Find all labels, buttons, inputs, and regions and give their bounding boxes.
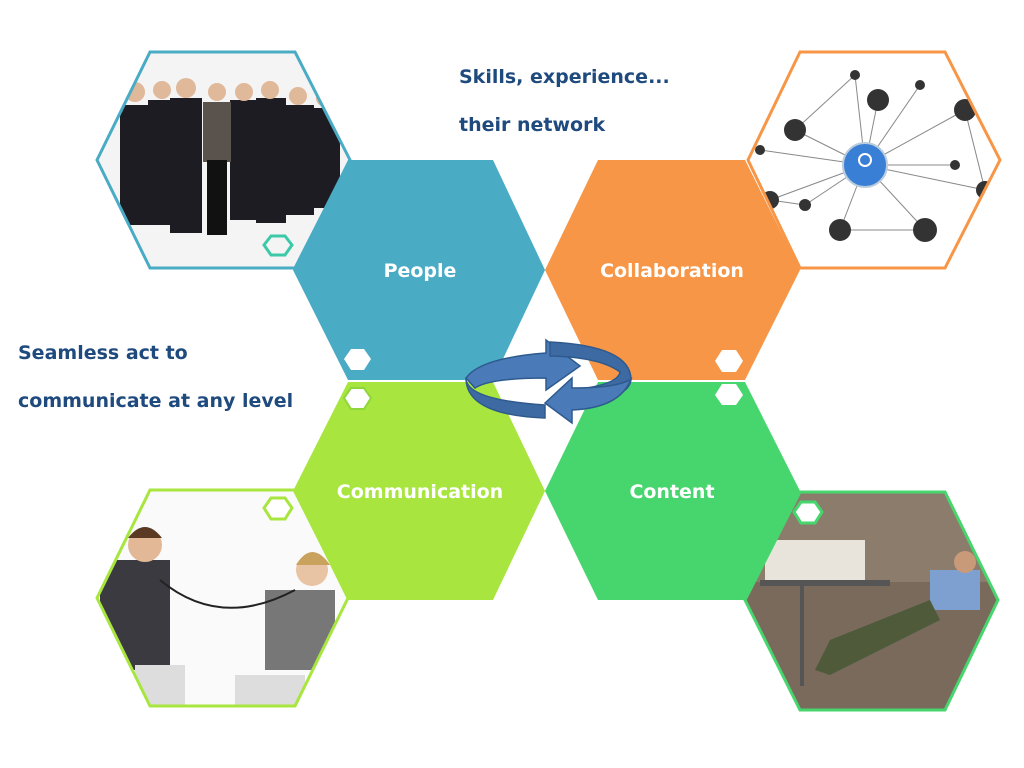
communication-photo bbox=[97, 490, 348, 706]
content-photo bbox=[745, 492, 998, 710]
caption-seamless: Seamless act to bbox=[18, 342, 188, 364]
hexagon-collaboration: Collaboration bbox=[545, 160, 800, 380]
network-photo bbox=[748, 52, 1000, 268]
small-hexagon-decorations bbox=[262, 234, 824, 525]
hexagon-label-people: People bbox=[384, 260, 457, 282]
cycle-arrows-icon bbox=[465, 338, 633, 425]
network-photo-frame bbox=[746, 50, 1002, 270]
people-photo bbox=[97, 52, 350, 268]
caption-skills: Skills, experience... bbox=[459, 66, 670, 88]
hexagon-people: People bbox=[293, 160, 545, 380]
caption-communicate: communicate at any level bbox=[18, 390, 294, 412]
hexagon-label-content: Content bbox=[629, 481, 714, 503]
hexagon-communication: Communication bbox=[293, 382, 545, 600]
hexagon-label-communication: Communication bbox=[337, 481, 503, 503]
caption-network: their network bbox=[459, 114, 606, 136]
hexagon-label-collaboration: Collaboration bbox=[600, 260, 744, 282]
hexagon-content: Content bbox=[545, 382, 800, 600]
